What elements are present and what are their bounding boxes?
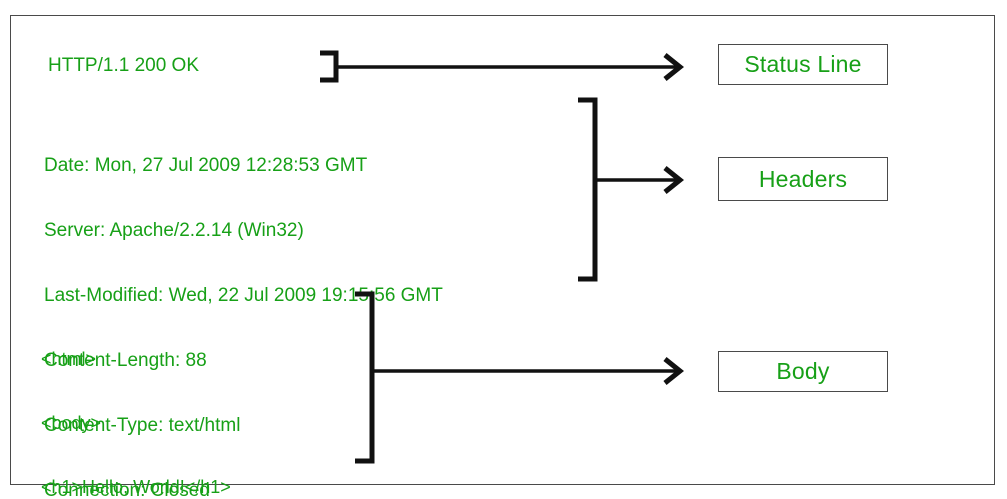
diagram-frame	[10, 15, 995, 485]
header-line: Date: Mon, 27 Jul 2009 12:28:53 GMT	[44, 155, 368, 176]
label-box-headers[interactable]: Headers	[718, 157, 888, 201]
header-line: Server: Apache/2.2.14 (Win32)	[44, 220, 304, 241]
label-box-status-line[interactable]: Status Line	[718, 44, 888, 85]
headers-text-block: Date: Mon, 27 Jul 2009 12:28:53 GMT Serv…	[44, 114, 443, 499]
body-line: <html>	[41, 349, 97, 369]
body-text-block: <html> <body> <h1>Hello, World!</h1> </b…	[41, 309, 231, 499]
header-line: Last-Modified: Wed, 22 Jul 2009 19:15:56…	[44, 285, 443, 306]
header-line: Content-Type: text/html	[44, 415, 241, 436]
label-box-body[interactable]: Body	[718, 351, 888, 392]
status-line-text: HTTP/1.1 200 OK	[48, 55, 200, 76]
body-line: <body>	[41, 413, 102, 433]
header-line: Connection: Closed	[44, 480, 210, 499]
body-line: <h1>Hello, World!</h1>	[41, 477, 231, 497]
header-line: Content-Length: 88	[44, 350, 207, 371]
